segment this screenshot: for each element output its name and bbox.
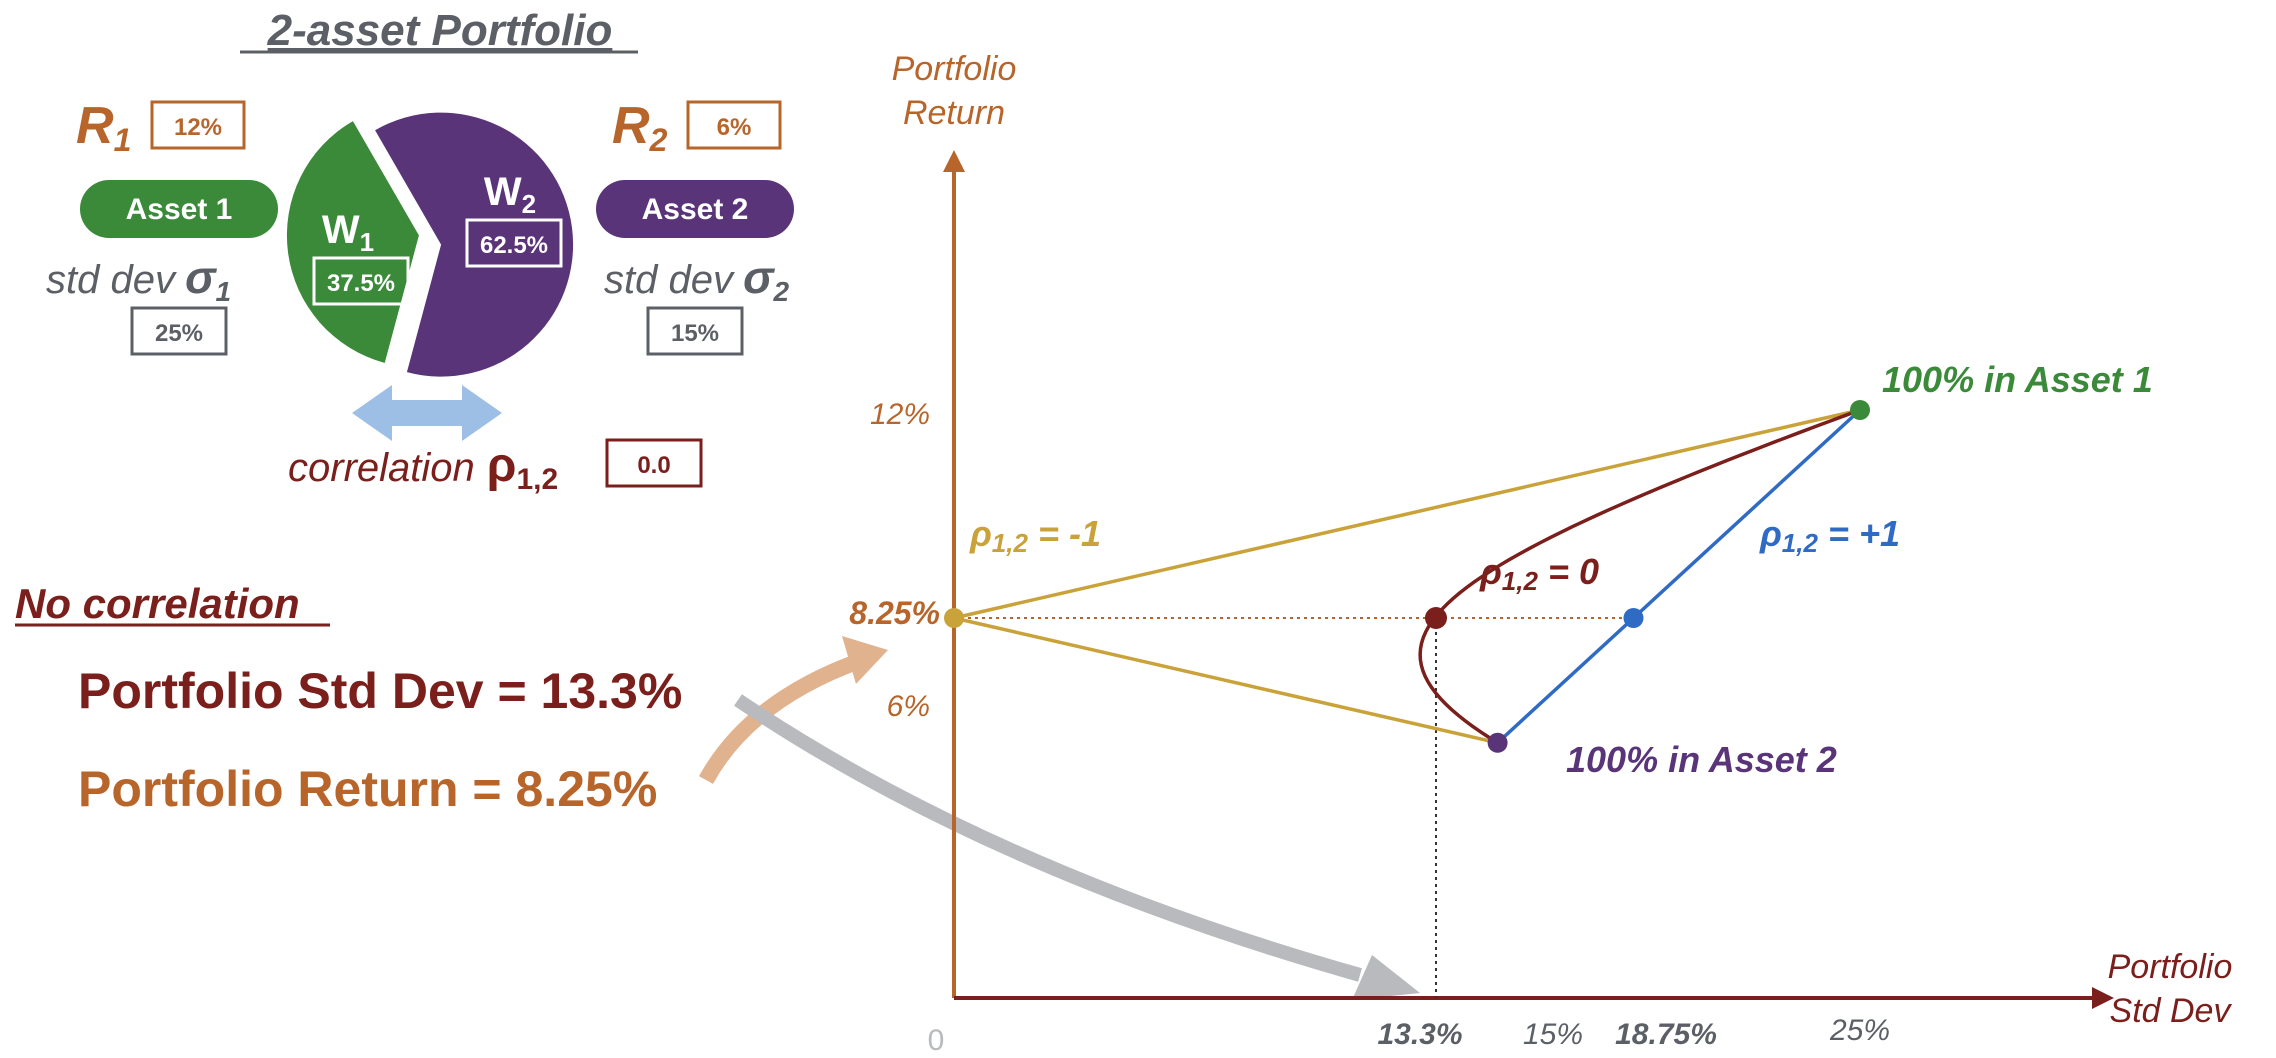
x-tick-25: 25% xyxy=(1829,1014,1890,1047)
asset2-label: Asset 2 xyxy=(642,193,749,226)
asset2-pill[interactable] xyxy=(596,180,794,238)
return-pointer-arrowhead-icon xyxy=(842,636,888,684)
point-rho-pos xyxy=(1623,608,1644,628)
portfolio-std-result: Portfolio Std Dev = 13.3% xyxy=(78,663,682,719)
w1-label: W1 xyxy=(322,208,374,257)
r1-label: R1 xyxy=(76,97,131,158)
std1-value: 25% xyxy=(155,320,203,347)
x-tick-15: 15% xyxy=(1523,1018,1583,1051)
r1-value: 12% xyxy=(174,114,222,141)
page-title: 2-asset Portfolio xyxy=(267,6,613,55)
std1-input-box[interactable] xyxy=(130,306,228,356)
r2-value: 6% xyxy=(717,114,752,141)
y-axis-title-line2: Return xyxy=(903,94,1005,132)
y-axis-arrowhead-icon xyxy=(943,150,965,172)
efficient-frontier-chart xyxy=(943,150,2114,1009)
w2-label: W2 xyxy=(484,170,536,219)
w1-input-box[interactable] xyxy=(312,256,410,306)
x-axis-arrowhead-icon xyxy=(2092,987,2114,1009)
point-asset2 xyxy=(1487,732,1508,753)
w1-value: 37.5% xyxy=(327,270,395,297)
std-pointer-arrowhead-icon xyxy=(1352,955,1420,1000)
results-heading: No correlation xyxy=(15,580,300,627)
correlation-input-box[interactable] xyxy=(605,438,703,488)
y-axis-title-line1: Portfolio xyxy=(892,50,1017,88)
r1-input-box[interactable] xyxy=(150,100,246,150)
weights-pie xyxy=(286,112,574,377)
std2-value: 15% xyxy=(671,320,719,347)
r2-input-box[interactable] xyxy=(686,100,782,150)
asset1-label: Asset 1 xyxy=(126,193,233,226)
pie-slice-w2 xyxy=(375,112,574,377)
asset1-pill[interactable] xyxy=(80,180,278,238)
w2-input-box[interactable] xyxy=(465,218,563,268)
correlation-double-arrow-icon xyxy=(352,385,502,441)
rho-zero-label: ρ1,2 = 0 xyxy=(1479,551,1599,596)
x-tick-18-75: 18.75% xyxy=(1615,1018,1717,1051)
r2-label: R2 xyxy=(612,97,668,158)
correlation-value: 0.0 xyxy=(637,452,670,479)
origin-label: 0 xyxy=(928,1024,945,1057)
asset2-point-label: 100% in Asset 2 xyxy=(1566,739,1837,780)
y-tick-12: 12% xyxy=(870,398,930,431)
point-asset1 xyxy=(1850,400,1870,420)
return-pointer-arrow xyxy=(698,652,865,784)
w2-value: 62.5% xyxy=(480,232,548,259)
y-tick-8-25: 8.25% xyxy=(849,595,940,631)
point-rho-neg xyxy=(944,608,964,628)
x-axis-title-line2: Std Dev xyxy=(2110,992,2233,1030)
y-tick-6: 6% xyxy=(887,690,930,723)
x-axis-title-line1: Portfolio xyxy=(2108,948,2233,986)
portfolio-return-result: Portfolio Return = 8.25% xyxy=(78,761,657,817)
rho-pos-label: ρ1,2 = +1 xyxy=(1759,513,1900,558)
std2-input-box[interactable] xyxy=(646,306,744,356)
std-pointer-arrow xyxy=(734,694,1362,982)
point-rho-zero xyxy=(1424,607,1447,629)
pie-slice-w1 xyxy=(286,121,419,363)
x-tick-13-3: 13.3% xyxy=(1377,1018,1462,1051)
asset1-point-label: 100% in Asset 1 xyxy=(1882,359,2153,400)
series-rho-zero xyxy=(1418,408,1861,745)
rho-neg-label: ρ1,2 = -1 xyxy=(969,513,1101,558)
series-rho-pos xyxy=(1496,408,1862,745)
